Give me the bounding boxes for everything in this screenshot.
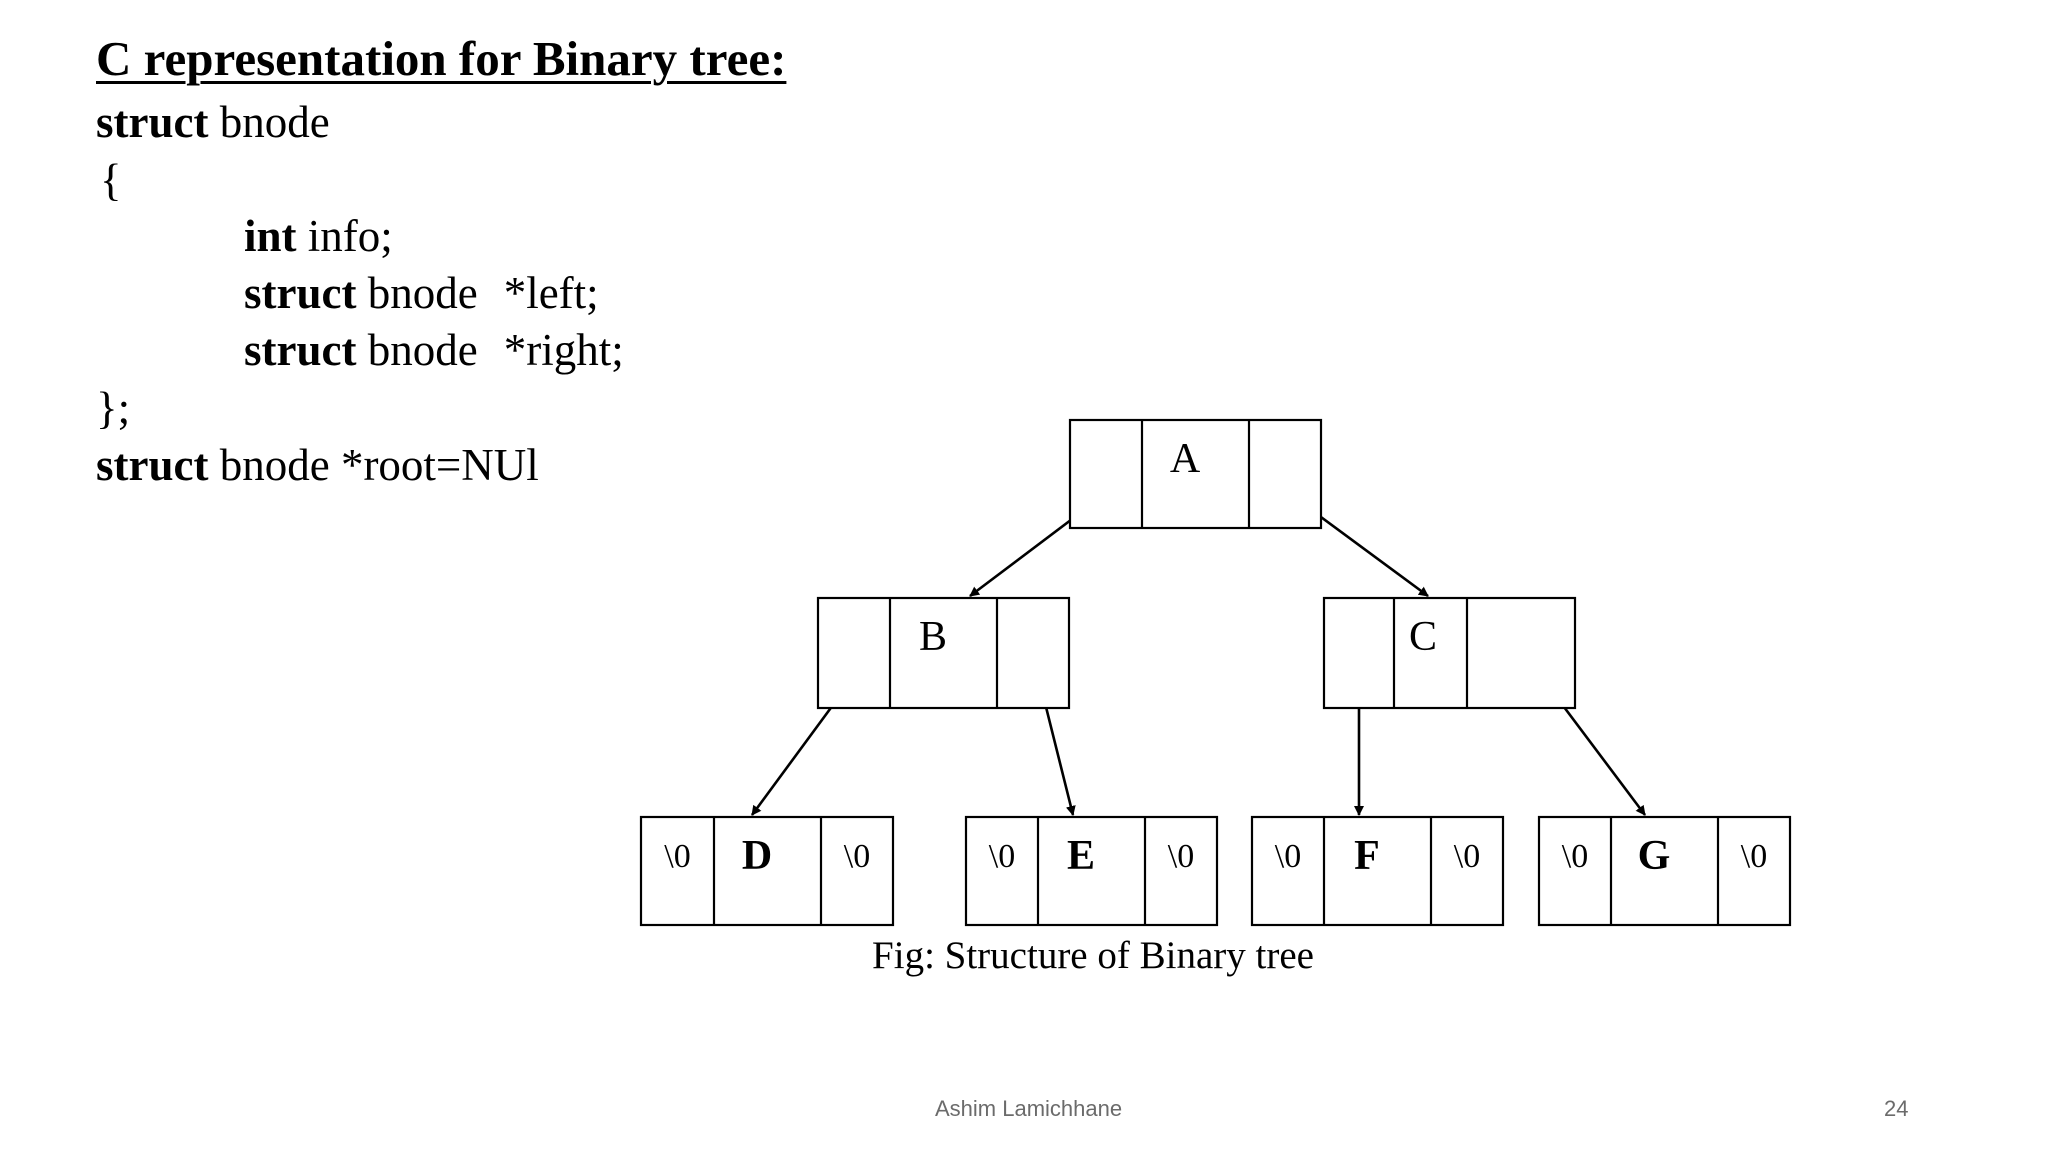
struct-name: bnode [208,97,330,147]
footer-page-number: 24 [1884,1096,1909,1121]
node-box [1322,596,1577,710]
root-declaration: bnode *root=NUl [208,440,539,490]
code-line-struct-decl: struct bnode [96,100,330,145]
right-null-pointer: \0 [1454,838,1480,875]
tree-node-c: C [1322,596,1577,710]
code-line-open-brace: { [100,155,122,205]
keyword-struct: struct [244,325,357,375]
member-info-name: info; [296,211,393,261]
code-line-member-info: int info; [244,214,393,259]
right-null-pointer: \0 [1741,838,1767,875]
member-left-name: *left; [503,268,599,318]
footer-author: Ashim Lamichhane [935,1096,1123,1121]
node-label: D [742,833,772,879]
node-box [964,815,1219,927]
member-right-name: *right; [503,325,624,375]
code-line-member-right: struct bnode *right; [244,328,624,373]
left-null-pointer: \0 [989,838,1015,875]
tree-node-d: D \0 \0 [639,815,895,927]
keyword-struct: struct [96,97,209,147]
tree-node-e: E \0 \0 [964,815,1219,927]
node-label: C [1409,614,1437,660]
tree-nodes: A B C D \0 \0 E \0 \0 F \0 \0 G \0 \0 [639,418,1792,927]
node-label: B [919,614,947,660]
node-label: G [1638,833,1671,879]
figure-caption: Fig: Structure of Binary tree [872,934,1314,977]
node-box [816,596,1071,710]
left-null-pointer: \0 [1275,838,1301,875]
node-box [1250,815,1505,927]
slide-heading: C representation for Binary tree: [96,31,787,86]
code-line-member-left: struct bnode *left; [244,271,599,316]
member-right-type: bnode [356,325,478,375]
code-line-root-decl: struct bnode *root=NUl [96,443,539,488]
code-line-close-brace: }; [96,383,131,433]
member-left-type: bnode [356,268,478,318]
left-null-pointer: \0 [1562,838,1588,875]
tree-node-g: G \0 \0 [1537,815,1792,927]
right-null-pointer: \0 [1168,838,1194,875]
tree-node-a: A [1068,418,1323,530]
right-null-pointer: \0 [844,838,870,875]
node-box [1068,418,1323,530]
node-label: F [1354,833,1380,879]
keyword-int: int [244,211,297,261]
node-box [1537,815,1792,927]
node-label: A [1170,436,1201,482]
tree-node-b: B [816,596,1071,710]
node-box [639,815,895,927]
node-label: E [1067,833,1095,879]
tree-node-f: F \0 \0 [1250,815,1505,927]
keyword-struct: struct [244,268,357,318]
keyword-struct: struct [96,440,209,490]
left-null-pointer: \0 [664,838,690,875]
